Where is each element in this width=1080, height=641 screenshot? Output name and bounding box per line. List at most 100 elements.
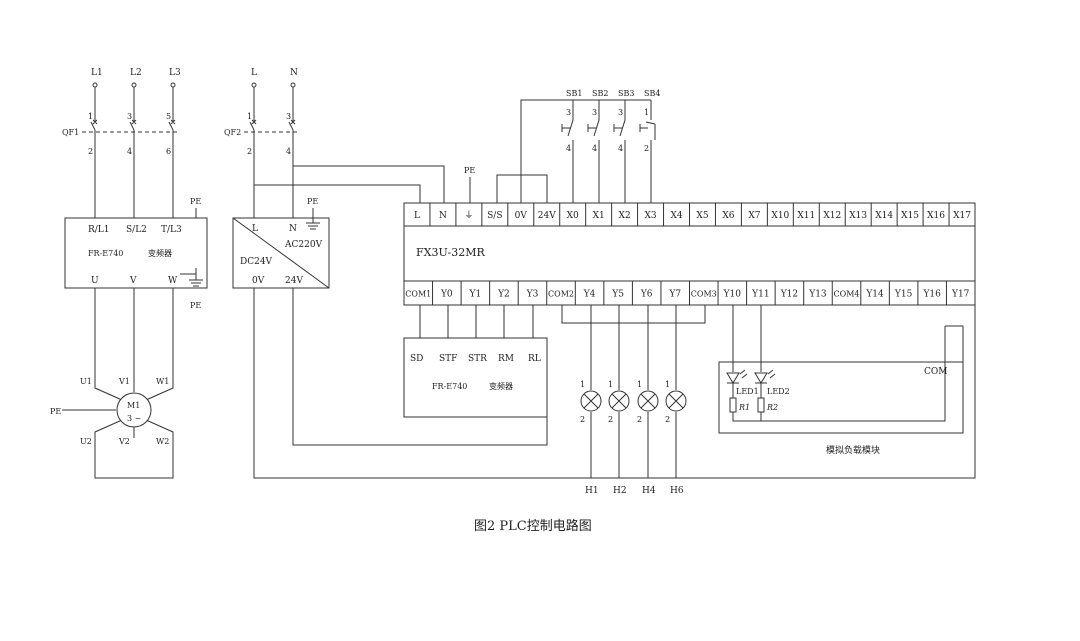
terminal-l1 <box>92 82 98 88</box>
qf1-pin-1: 1 <box>88 112 93 121</box>
wire-n-to-plc <box>293 165 445 203</box>
vfd-main-u-label: U <box>91 276 99 286</box>
plc-output-y10-label: Y10 <box>723 290 742 300</box>
plc-input-l-label: L <box>414 211 420 221</box>
vfd-ctrl-rl: RL <box>528 354 541 364</box>
vfd-ctrl-section: SD STF STR RM RL FR-E740 变频器 <box>403 305 548 418</box>
plc-input-x13-label: X13 <box>849 211 867 221</box>
vfd-ctrl-model: FR-E740 <box>432 382 467 391</box>
supply-l1-label: L1 <box>91 68 103 78</box>
supply-l2-label: L2 <box>130 68 142 78</box>
wire-0v-bus <box>253 288 976 479</box>
pe-bottom-label: PE <box>190 301 201 310</box>
r2-resistor-icon <box>757 397 765 413</box>
plc-output-com3-label: COM3 <box>691 290 717 299</box>
lamp-h2-pin1: 1 <box>608 380 613 389</box>
vfd-main-name: 变频器 <box>148 248 172 258</box>
plc-input-x15-label: X15 <box>901 211 919 221</box>
plc-input-ss-label: S/S <box>487 211 502 221</box>
vfd-main-s-label: S/L2 <box>126 225 147 235</box>
sb1-label: SB1 <box>566 89 582 98</box>
plc-output-y5-label: Y5 <box>611 290 624 300</box>
plc-input-x12-label: X12 <box>823 211 841 221</box>
plc-input-x1-label: X1 <box>593 211 605 221</box>
vfd-ctrl-wires <box>419 305 534 338</box>
load-module-section: LED1 LED2 R1 R2 COM 模拟负载模块 <box>718 305 964 456</box>
lamp-h4-pin1: 1 <box>637 380 642 389</box>
motor-v1-label: V1 <box>118 377 130 386</box>
sb4-label: SB4 <box>644 89 660 98</box>
plc-input-24v-label: 24V <box>538 211 556 221</box>
wire-24v-to-switches <box>520 99 651 203</box>
motor-w2-label: W2 <box>156 437 169 446</box>
supply-l3-label: L3 <box>169 68 181 78</box>
plc-input-0v-label: 0V <box>515 211 528 221</box>
r1-label: R1 <box>738 403 750 412</box>
vfd-ctrl-rm: RM <box>498 354 514 364</box>
lamp-h4-label: H4 <box>642 486 656 496</box>
plc-input-x17-label: X17 <box>953 211 971 221</box>
sb3-bottom-pin: 4 <box>618 144 623 153</box>
lamp-h2-label: H2 <box>613 486 627 496</box>
load-module-com: COM <box>924 367 947 377</box>
plc-output-y14-label: Y14 <box>865 290 884 300</box>
lamp-h6-pin2: 2 <box>665 415 670 424</box>
plc-input-x4-label: X4 <box>670 211 682 221</box>
plc-output-com4-label: COM4 <box>834 290 860 299</box>
qf2-pin-3: 3 <box>286 112 291 121</box>
plc-input-x11-label: X11 <box>797 211 815 221</box>
qf2-label: QF2 <box>224 128 241 137</box>
sb1-top-pin: 3 <box>566 108 571 117</box>
plc-input-x14-label: X14 <box>875 211 893 221</box>
supply-l-label: L <box>251 68 257 78</box>
sb3-top-pin: 3 <box>618 108 623 117</box>
qf1-breaker-symbol <box>82 87 180 218</box>
psu-n-label: N <box>289 224 297 234</box>
led-return-wire <box>732 326 946 422</box>
plc-output-y1-label: Y1 <box>469 290 482 300</box>
qf2-pin-1: 1 <box>247 112 252 121</box>
wire-ss-0v-jumper <box>496 174 548 203</box>
vfd-ctrl-name: 变频器 <box>489 381 513 391</box>
qf2-pin-2: 2 <box>247 147 252 156</box>
switches-section: SB1 SB2 SB3 SB4 3 3 3 1 4 4 4 2 PE <box>464 89 660 203</box>
psu-ground-icon <box>306 208 320 230</box>
sb2-bottom-pin: 4 <box>592 144 597 153</box>
qf2-breaker-symbol <box>244 87 300 218</box>
plc-output-y6-label: Y6 <box>640 290 653 300</box>
wire-l-to-plc <box>254 184 421 203</box>
vfd-main-r-label: R/L1 <box>88 225 110 235</box>
load-module-name: 模拟负载模块 <box>826 444 880 456</box>
r2-label: R2 <box>766 403 778 412</box>
sb3-switch-icon <box>613 100 626 203</box>
lamp-h4-icon <box>637 390 659 412</box>
plc-pe-label: PE <box>464 166 475 175</box>
plc-output-y7-label: Y7 <box>668 290 681 300</box>
terminal-l3 <box>170 82 176 88</box>
qf1-pin-6: 6 <box>166 147 171 156</box>
led1-icon <box>726 369 748 398</box>
lamp-h4-pin2: 2 <box>637 415 642 424</box>
terminal-l2 <box>131 82 137 88</box>
lamp-h6-icon <box>665 390 687 412</box>
psu-24v-label: 24V <box>285 276 303 286</box>
plc-output-y0-label: Y0 <box>440 290 453 300</box>
plc-output-y17-label: Y17 <box>951 290 970 300</box>
lamp-h6-label: H6 <box>670 486 684 496</box>
plc-input-x3-label: X3 <box>644 211 656 221</box>
qf1-pin-4: 4 <box>127 147 132 156</box>
vfd-main-t-label: T/L3 <box>161 225 182 235</box>
vfd-ctrl-str: STR <box>468 354 487 364</box>
plc-input-x5-label: X5 <box>696 211 708 221</box>
figure-caption: 图2 PLC控制电路图 <box>474 518 592 534</box>
lamp-h2-icon <box>608 390 630 412</box>
plc-output-y11-label: Y11 <box>751 290 769 300</box>
lamp-h1-label: H1 <box>585 486 599 496</box>
vfd-main-w-label: W <box>168 276 178 286</box>
psu-ac-label: AC220V <box>284 240 323 250</box>
single-phase-section: L N QF2 1 3 2 4 L N AC220V DC24V 0V 24V … <box>224 68 976 479</box>
sb2-switch-icon <box>587 100 600 203</box>
pe-top-label: PE <box>190 197 201 206</box>
